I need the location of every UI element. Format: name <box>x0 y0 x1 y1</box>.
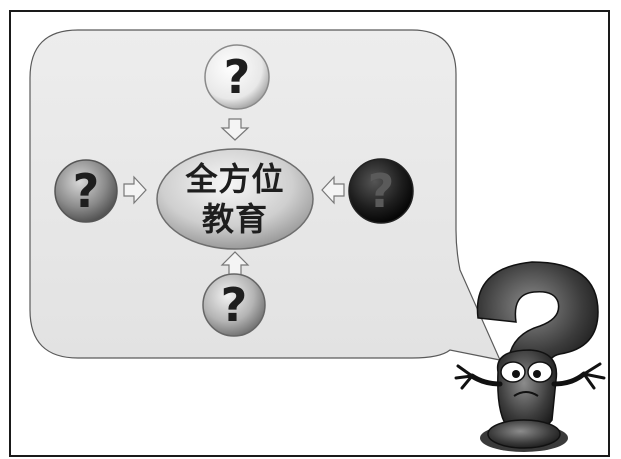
arrow-up-icon <box>220 251 250 276</box>
question-node-top <box>204 44 270 110</box>
center-node-label: 全方位 教育 <box>160 150 310 248</box>
question-mark-icon: ? <box>220 278 248 332</box>
center-label-line1: 全方位 <box>185 160 285 198</box>
arrow-right-icon <box>123 175 147 205</box>
question-mark-icon: ? <box>72 164 100 218</box>
center-label-line2: 教育 <box>201 200 268 238</box>
question-node-left <box>54 159 118 223</box>
question-node-right <box>348 158 414 224</box>
question-node-bottom <box>202 273 266 337</box>
question-mark-character-icon <box>454 261 606 452</box>
question-mark-icon: ? <box>223 50 251 104</box>
question-mark-icon: ? <box>367 164 395 218</box>
arrow-left-icon <box>321 175 345 205</box>
center-node <box>156 148 314 250</box>
arrow-down-icon <box>220 118 250 141</box>
